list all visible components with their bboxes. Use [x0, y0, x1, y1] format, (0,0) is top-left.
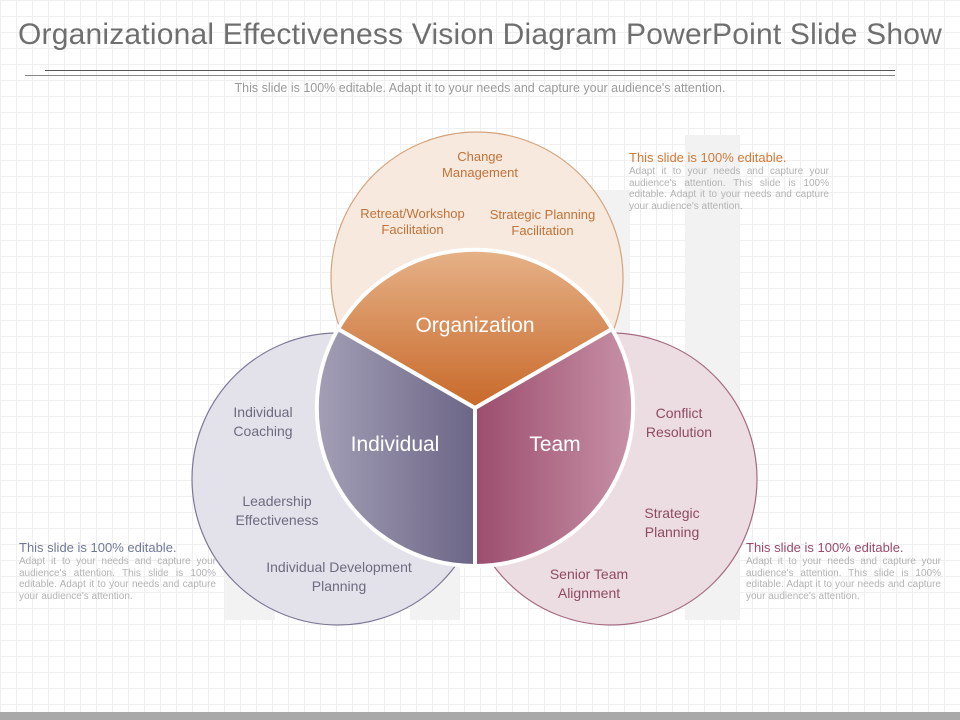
team-sector [473, 326, 636, 569]
note-body: Adapt it to your needs and capture your … [746, 556, 941, 602]
note-bottom-right: This slide is 100% editable. Adapt it to… [746, 540, 941, 602]
ind-item-leadership-effectiveness: Leadership Effectiveness [235, 493, 319, 528]
team-item-strategic-planning: Strategic Planning [644, 505, 700, 540]
individual-label: Individual [350, 433, 440, 456]
ind-item-individual-coaching: Individual Coaching [233, 404, 293, 439]
note-body: Adapt it to your needs and capture your … [19, 556, 216, 602]
org-item-strategic-planning-facilitation: Strategic Planning Facilitation [489, 207, 596, 238]
note-heading: This slide is 100% editable. [629, 150, 787, 165]
note-top-right: This slide is 100% editable. Adapt it to… [629, 150, 829, 212]
title-rule-bottom [25, 75, 895, 76]
slide-subtitle: This slide is 100% editable. Adapt it to… [234, 81, 726, 95]
individual-sector [314, 326, 477, 569]
note-heading: This slide is 100% editable. [746, 540, 904, 555]
team-item-senior-alignment: Senior Team Alignment [549, 566, 629, 601]
team-label: Team [529, 433, 581, 456]
slide-title: Organizational Effectiveness Vision Diag… [17, 18, 943, 51]
organization-label: Organization [415, 314, 535, 337]
footer-bar [0, 712, 960, 720]
org-item-retreat-facilitation: Retreat/Workshop Facilitation [360, 206, 465, 237]
org-item-change-management: Change Management [442, 149, 518, 180]
note-body: Adapt it to your needs and capture your … [629, 166, 829, 212]
title-rule-top [45, 70, 895, 71]
note-heading: This slide is 100% editable. [19, 540, 177, 555]
note-bottom-left: This slide is 100% editable. Adapt it to… [19, 540, 216, 602]
team-item-conflict-resolution: Conflict Resolution [645, 405, 713, 440]
ind-item-development-planning: Individual Development Planning [266, 559, 412, 594]
